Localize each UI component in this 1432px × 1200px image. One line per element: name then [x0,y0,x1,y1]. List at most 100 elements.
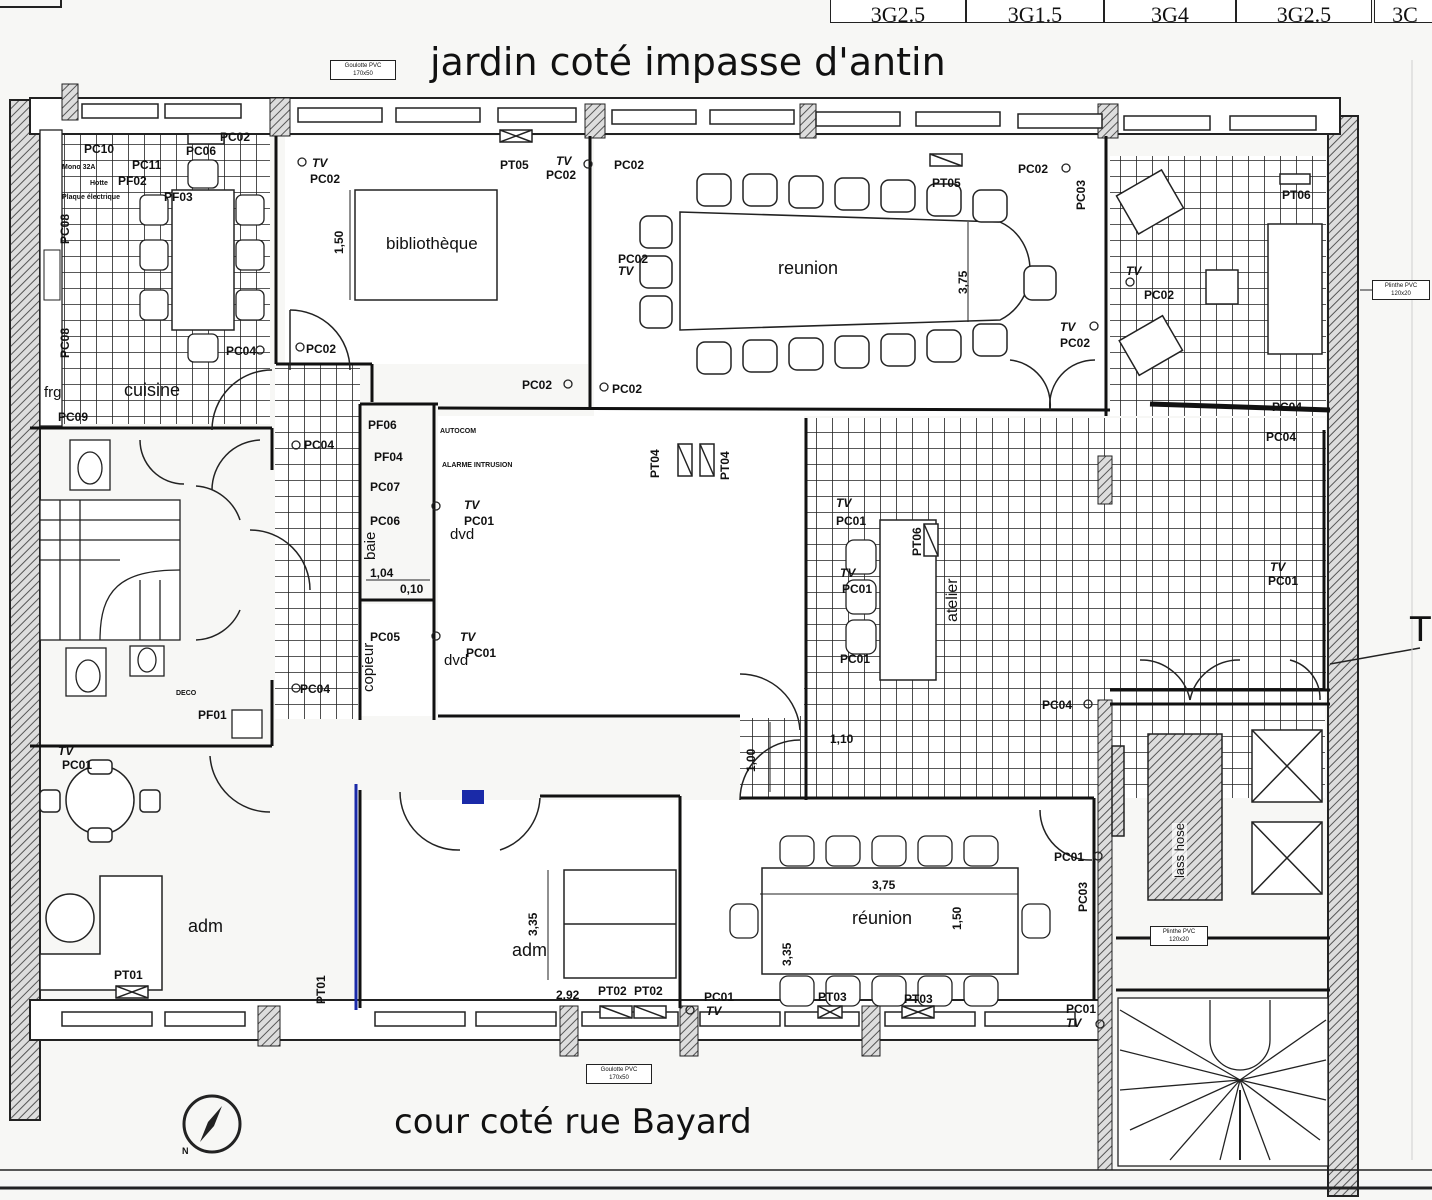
room-atelier: atelier [944,578,961,622]
label-pt01-b: PT01 [314,975,328,1004]
label-pc04-d: PC04 [304,438,335,452]
dim-150-library: 1,50 [332,230,346,254]
label-pf01: PF01 [198,708,227,722]
pvc-center-right-line-2: 120x20 [1169,937,1189,943]
label-tv-b: TV [556,154,572,168]
staircase-left [39,499,181,641]
label-pc01-g: PC01 [62,758,93,772]
room-bibliotheque: bibliothèque [386,234,478,253]
label-tv-g: TV [460,630,476,644]
doors [139,309,1321,861]
label-tv-h: TV [836,496,852,510]
label-pc11: PC11 [132,158,162,172]
alarm-label: ALARME INTRUSION [442,462,513,469]
label-pc06: PC06 [370,514,401,528]
corner-office-furniture [1115,168,1323,377]
bottom-heading: cour coté rue Bayard [394,1102,752,1142]
label-pc08-b: PC08 [58,327,72,358]
socket-symbols [255,157,1135,1029]
dim-104: 1,04 [370,566,394,580]
label-pf04: PF04 [374,450,403,464]
label-tv-k: TV [58,744,74,758]
label-pt06-a: PT06 [1282,188,1311,202]
label-tv-c: TV [618,264,634,278]
kitchen-plaque-label: Plaque électrique [62,194,120,201]
label-pc04-c: PC04 [1266,430,1297,444]
windows-top [81,103,1317,131]
label-tv-l: TV [706,1004,722,1018]
blue-block [462,790,484,804]
label-pc07: PC07 [370,480,401,494]
cable-code-1: 3G2.5 [830,0,966,23]
kitchen-table [171,189,235,331]
label-pt02-b: PT02 [634,984,663,998]
label-pf03: PF03 [164,190,193,204]
label-pt01-a: PT01 [114,968,143,982]
label-pc04-f: PC04 [1042,698,1073,712]
toilets [65,439,263,739]
label-pc01-c: PC01 [836,514,867,528]
room-dvd-1: dvd [450,526,475,543]
dimension-lines [349,190,1018,980]
meeting-chairs-top [639,173,1057,375]
floor-outlets [115,129,1311,1019]
label-pc02-d: PC02 [546,168,577,182]
room-reunion-bottom: réunion [852,908,913,928]
cable-code-5: 3C [1374,0,1432,23]
kitchen-mono-label: Mono 32A [62,164,96,171]
round-table [39,759,161,943]
label-tv-m: TV [1066,1016,1082,1030]
leader-line-right [1329,647,1421,665]
pvc-note-right: Plinthe PVC 120x20 [1372,280,1430,300]
room-copieur: copieur [360,642,377,692]
label-pc08-a: PC08 [58,213,72,244]
kitchen-chairs [139,159,265,363]
label-pc01-b: PC01 [466,646,497,660]
room-cuisine: cuisine [124,380,181,400]
dim-375-bottom: 3,75 [872,878,896,892]
label-pt03-a: PT03 [818,990,847,1004]
interior-walls [30,136,1331,1008]
pvc-right-line-1: Plinthe PVC [1384,283,1418,289]
label-pc02-c: PC02 [306,342,337,356]
label-pc01-h: PC01 [1054,850,1085,864]
right-edge-letter: T [1410,610,1431,650]
autocom-label: AUTOCOM [440,428,477,435]
dim-100: 1,00 [744,748,758,772]
label-pc01-d: PC01 [842,582,873,596]
room-reunion-top: reunion [778,258,839,278]
library-table [354,189,498,301]
label-pc02-a: PC02 [220,130,251,144]
room-dvd-2: dvd [444,652,469,669]
room-adm-left: adm [188,916,224,936]
kitchen-hotte-label: Hotte [90,180,108,187]
dim-375-meeting: 3,75 [956,270,970,294]
pvc-top-line-2: 170x50 [353,71,373,77]
label-pc04-e: PC04 [300,682,331,696]
room-baie: baie [362,531,379,560]
pvc-note-bottom: Goulotte PVC 170x50 [586,1064,652,1084]
pvc-bottom-line-2: 170x50 [609,1075,629,1081]
label-pc02-k: PC02 [1144,288,1175,302]
label-tv-e: TV [1126,264,1142,278]
compass-north: N [182,1146,189,1156]
label-pc04-a: PC04 [226,344,257,358]
label-pt04-a: PT04 [648,449,662,478]
label-tv-j: TV [1270,560,1286,574]
label-pc09: PC09 [58,410,89,424]
label-pc02-f: PC02 [1018,162,1049,176]
pillar [1097,455,1113,505]
label-pt04-b: PT04 [718,451,732,480]
deco-label: DECO [176,690,197,697]
elevator-shafts [1111,729,1323,901]
label-pt02-a: PT02 [598,984,627,998]
dim-292: 2,92 [556,988,580,1002]
label-pc01-e: PC01 [840,652,871,666]
pvc-top-line-1: Goulotte PVC [344,63,382,69]
room-adm-center: adm [512,940,548,960]
label-pt03-b: PT03 [904,992,933,1006]
meeting-chairs-bottom [729,835,1051,1007]
label-pc02-e: PC02 [614,158,645,172]
label-pc01-j: PC01 [1066,1002,1097,1016]
label-pc01-i: PC01 [704,990,735,1004]
